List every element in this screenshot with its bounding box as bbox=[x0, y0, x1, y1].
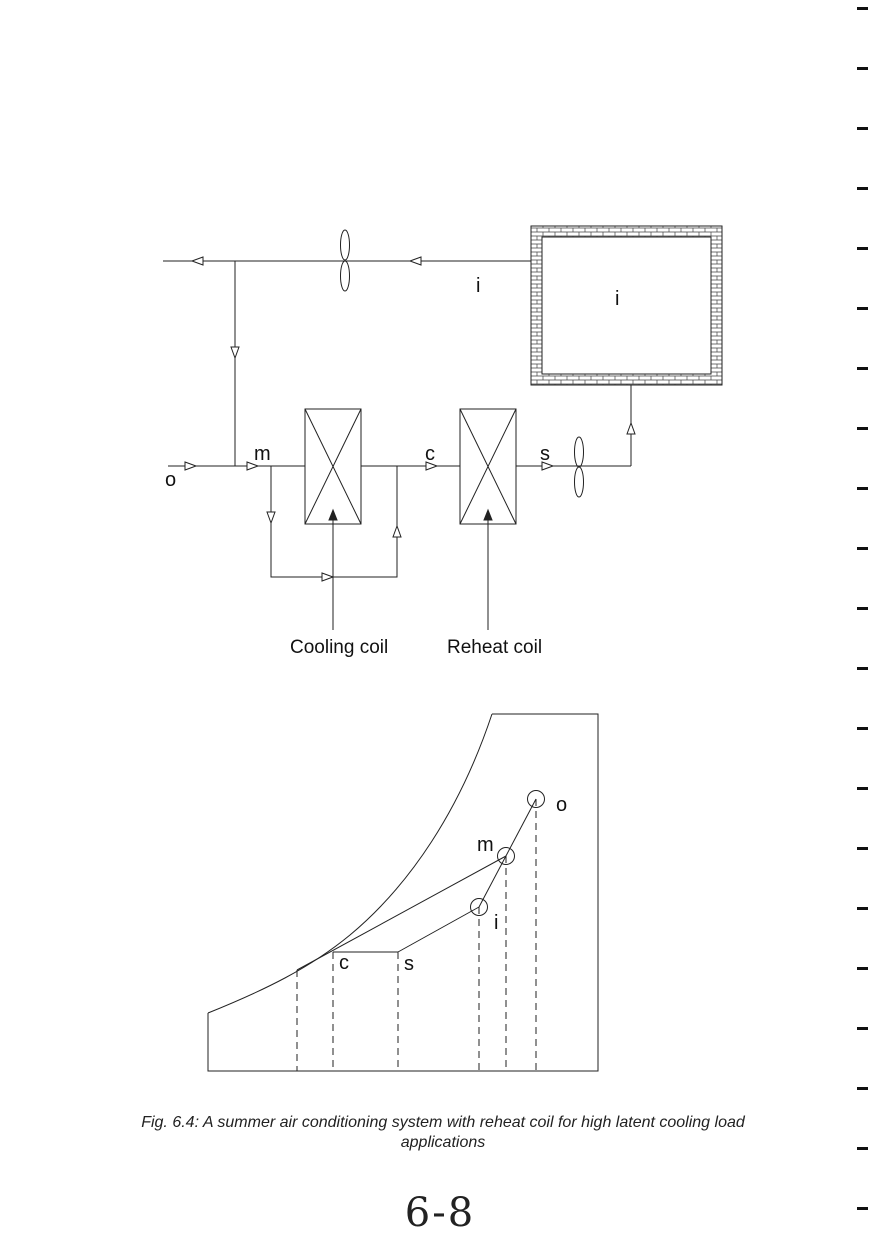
psychrometric-chart bbox=[207, 713, 599, 1072]
process-line-o-m-i bbox=[478, 798, 537, 908]
figure-number: Fig. 6.4: bbox=[141, 1114, 200, 1131]
return-fan-icon bbox=[340, 229, 350, 292]
cooling-coil-icon bbox=[304, 408, 362, 525]
flow-arrow bbox=[541, 461, 555, 471]
binding-edge-marks bbox=[857, 7, 868, 1210]
leader-arrowhead bbox=[328, 508, 338, 521]
schematic-diagram bbox=[163, 225, 723, 630]
process-line-m-c bbox=[296, 855, 507, 971]
supply-label: s bbox=[540, 443, 550, 465]
supply-fan-icon bbox=[574, 436, 584, 498]
state-point-i bbox=[470, 898, 488, 916]
room-interior bbox=[541, 236, 712, 375]
flow-arrow bbox=[184, 461, 198, 471]
reheat-coil-icon bbox=[459, 408, 517, 525]
mix-label: m bbox=[254, 443, 271, 465]
point-c-label: c bbox=[339, 952, 349, 974]
flow-arrow bbox=[425, 461, 439, 471]
figure-caption: Fig. 6.4: A summer air conditioning syst… bbox=[100, 1113, 786, 1153]
flow-arrow bbox=[190, 256, 204, 266]
saturation-curve bbox=[207, 713, 493, 1014]
point-o-label: o bbox=[556, 794, 567, 816]
flow-arrow bbox=[321, 572, 335, 582]
dry-bulb-projections bbox=[296, 799, 537, 1071]
chart-outline bbox=[207, 713, 599, 1072]
flow-arrow bbox=[266, 511, 276, 525]
coil-exit-label: c bbox=[425, 443, 435, 465]
caption-text: A summer air conditioning system with re… bbox=[202, 1114, 745, 1151]
point-m-label: m bbox=[477, 834, 494, 856]
state-point-m bbox=[497, 847, 515, 865]
leader-arrowhead bbox=[483, 508, 493, 521]
flow-arrow bbox=[230, 346, 240, 360]
page-number: 6-8 bbox=[404, 1190, 476, 1236]
return-air-label: i bbox=[476, 275, 480, 297]
point-s-label: s bbox=[404, 953, 414, 975]
reheat-coil-label: Reheat coil bbox=[447, 637, 542, 658]
flow-arrow bbox=[246, 461, 260, 471]
state-point-o bbox=[527, 790, 545, 808]
room-label: i bbox=[615, 288, 619, 310]
outdoor-label: o bbox=[165, 469, 176, 491]
process-line-s-i bbox=[397, 906, 480, 953]
flow-arrow bbox=[392, 524, 402, 538]
cooling-coil-label: Cooling coil bbox=[290, 637, 388, 658]
point-i-label: i bbox=[494, 912, 498, 934]
flow-arrow bbox=[626, 421, 636, 435]
flow-arrow bbox=[408, 256, 422, 266]
